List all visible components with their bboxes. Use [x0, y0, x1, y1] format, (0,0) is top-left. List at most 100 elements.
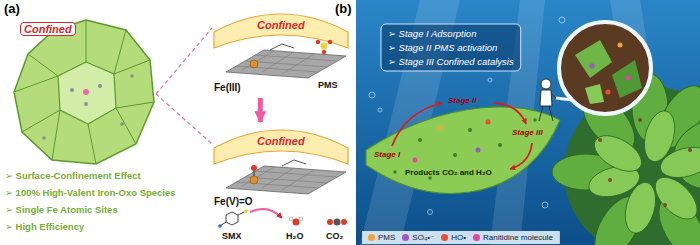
confined-panel	[236, 51, 337, 74]
bubbles	[542, 202, 548, 208]
confined-label: Confined	[257, 135, 305, 148]
legend-band	[362, 231, 560, 244]
mof-polyhedron	[86, 20, 87, 62]
researcher-figure	[549, 106, 553, 121]
water-molecule	[293, 219, 300, 226]
confined-label: Confined	[257, 19, 305, 32]
mof-polyhedron	[14, 20, 154, 164]
iron-species: Fe(III)	[214, 82, 241, 93]
magnifier	[612, 60, 642, 98]
confined-panel	[236, 182, 318, 188]
mof-polyhedron	[70, 88, 74, 92]
confined-panel	[262, 168, 294, 188]
molecules-on-sheet	[438, 126, 443, 131]
water-molecule	[289, 217, 303, 226]
confined-panel	[255, 55, 337, 61]
confined-panel	[255, 171, 337, 177]
mof-polyhedron	[83, 89, 89, 95]
transition-arrow	[258, 98, 263, 122]
researcher-figure	[541, 79, 551, 89]
legend-swatch	[473, 234, 480, 241]
mof-polyhedron	[120, 122, 124, 126]
bubbles	[378, 108, 382, 112]
panel-letter: (b)	[335, 1, 352, 16]
magnifier	[556, 22, 651, 114]
confined-panel	[214, 130, 348, 164]
legend-text: HO•	[451, 233, 466, 242]
confined-panel	[328, 40, 332, 44]
legend-text: SO₄•⁻	[412, 233, 434, 242]
confined-panel	[270, 44, 282, 50]
co2-molecule	[334, 219, 341, 226]
sea-background	[356, 0, 700, 245]
products-label: Products CO₂ and H₂O	[405, 168, 492, 177]
iron-species: Fe(V)=O	[214, 196, 253, 207]
sheet-pores	[393, 118, 537, 180]
legend-item: SO₄•⁻	[402, 233, 434, 242]
co2-molecule	[327, 219, 333, 225]
legend-item: PMS	[368, 233, 395, 242]
sheet-pores	[418, 138, 422, 142]
confined-fe5-panel: ConfinedFe(V)=O	[212, 122, 350, 212]
stage-arrows	[392, 103, 532, 169]
smx-molecule	[218, 209, 248, 228]
confined-panel	[321, 43, 328, 50]
stage-box	[381, 24, 521, 71]
green-sheet	[366, 107, 560, 194]
molecules-on-sheet	[486, 120, 491, 125]
mof-polyhedron	[116, 102, 154, 108]
mof-polyhedron	[14, 20, 154, 164]
co2-molecule	[341, 219, 347, 225]
confined-panel	[246, 61, 328, 67]
flower-ball	[663, 203, 667, 207]
confined-panel	[251, 165, 257, 171]
water-molecule	[299, 217, 303, 221]
mof-polyhedron	[14, 76, 58, 92]
stage-arrows	[510, 143, 532, 169]
molecule-label: CO₂	[326, 231, 344, 241]
confined-tag: Confined	[20, 22, 76, 36]
molecules-on-sheet	[413, 120, 491, 163]
feature-bullet: ➢ Surface-Confinement Effect	[5, 170, 141, 181]
sheet-pores	[498, 143, 502, 147]
researcher-figure	[551, 93, 556, 98]
legend-item: Ranitidine molecule	[473, 233, 553, 242]
mof-polyhedron	[42, 74, 134, 140]
feature-bullet: ➢ Single Fe Atomic Sites	[5, 204, 118, 215]
zoom-line	[156, 28, 212, 94]
stage-tag: Stage I	[374, 150, 400, 159]
researcher-figure	[540, 90, 552, 106]
confined-panel	[236, 66, 318, 72]
confined-panel	[270, 44, 294, 50]
mof-polyhedron	[88, 124, 96, 164]
confined-panel	[282, 44, 294, 48]
mof-polyhedron	[28, 54, 58, 76]
mof-polyhedron	[42, 136, 46, 140]
confined-panel	[246, 177, 328, 183]
flower-ball	[586, 108, 700, 237]
feature-bullet: ➢ High Efficiency	[5, 221, 84, 232]
mof-polyhedron	[22, 110, 60, 132]
co2-molecule	[327, 219, 347, 226]
mof-polyhedron	[98, 84, 102, 88]
confined-panel	[236, 167, 337, 190]
confined-panel	[294, 160, 306, 164]
confined-panel	[214, 14, 348, 48]
molecules-on-sheet	[476, 148, 481, 153]
confined-panel	[262, 52, 294, 72]
confined-panel	[282, 170, 314, 190]
sheet-pores	[453, 153, 457, 157]
mof-polyhedron	[58, 62, 116, 124]
flower-ball	[598, 138, 602, 142]
legend-item: HO•	[441, 233, 466, 242]
feature-bullet: ➢ 100% High-Valent Iron-Oxo Species	[5, 187, 176, 198]
mof-polyhedron	[84, 102, 88, 106]
smx-molecule	[218, 224, 222, 228]
magnifier	[606, 90, 611, 95]
magnifier	[559, 22, 651, 114]
bubbles	[559, 17, 565, 23]
molecule-label: SMX	[222, 231, 242, 241]
confined-panel	[282, 160, 306, 166]
sheet-pores	[468, 128, 472, 132]
